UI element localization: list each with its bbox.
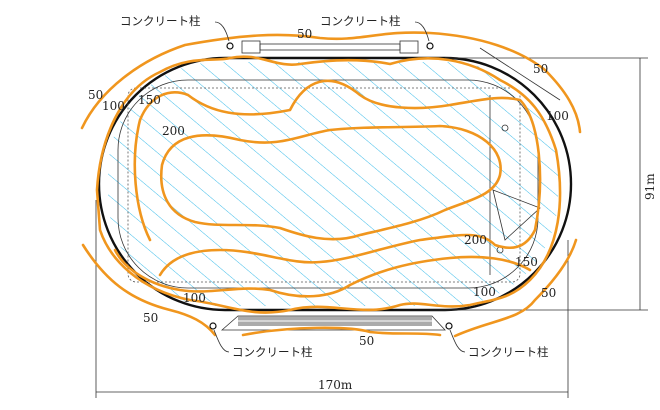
contour-label-50: 50 bbox=[533, 62, 548, 76]
contour-label-50: 50 bbox=[359, 334, 374, 348]
contour-label-150: 150 bbox=[515, 255, 538, 269]
contour-label-200: 200 bbox=[464, 233, 487, 247]
field-hatched-area bbox=[108, 62, 558, 306]
contour-label-50: 50 bbox=[297, 27, 312, 41]
svg-text:コンクリート柱: コンクリート柱 bbox=[320, 14, 401, 28]
width-dimension-label: 170m bbox=[318, 378, 353, 392]
contour-label-50: 50 bbox=[541, 286, 556, 300]
track-straight-line bbox=[479, 47, 561, 101]
top-lighting-bar bbox=[241, 40, 419, 54]
contour-label-200: 200 bbox=[162, 124, 185, 138]
concrete-post: コンクリート柱 bbox=[120, 14, 234, 50]
contour-50-bottom-center bbox=[241, 326, 442, 337]
contour-200 bbox=[159, 124, 502, 241]
svg-text:コンクリート柱: コンクリート柱 bbox=[120, 14, 201, 28]
svg-text:コンクリート柱: コンクリート柱 bbox=[232, 345, 313, 359]
contour-label-100: 100 bbox=[183, 291, 206, 305]
concrete-post: コンクリート柱 bbox=[445, 322, 549, 359]
svg-text:コンクリート柱: コンクリート柱 bbox=[468, 345, 549, 359]
contour-150 bbox=[133, 79, 542, 277]
contour-label-100: 100 bbox=[102, 99, 125, 113]
contour-label-100: 100 bbox=[473, 285, 496, 299]
contour-50-bottom-left bbox=[81, 243, 217, 337]
field-marker bbox=[501, 124, 509, 132]
contour-150-lower bbox=[113, 248, 532, 298]
contour-label-50: 50 bbox=[88, 88, 103, 102]
concrete-post: コンクリート柱 bbox=[320, 14, 434, 50]
field-boundary bbox=[127, 87, 521, 283]
contour-label-150: 150 bbox=[138, 93, 161, 107]
contour-100 bbox=[95, 55, 562, 314]
contour-label-100: 100 bbox=[546, 109, 569, 123]
throwing-sector bbox=[492, 189, 541, 241]
contour-50-top bbox=[80, 31, 582, 134]
height-dimension-label: 91m bbox=[643, 173, 657, 200]
concrete-post: コンクリート柱 bbox=[209, 322, 313, 359]
contour-50-bottom-right bbox=[453, 238, 578, 338]
contour-label-50: 50 bbox=[143, 311, 158, 325]
grandstand bbox=[220, 315, 446, 331]
